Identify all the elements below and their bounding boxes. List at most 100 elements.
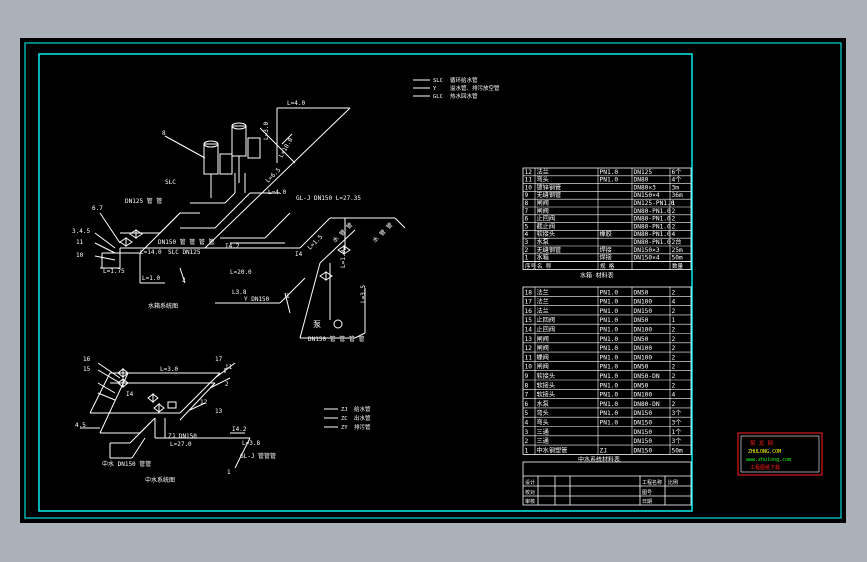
tank: [231, 125, 247, 157]
title-block-label: 图号: [642, 490, 652, 496]
table-cell: 6: [525, 216, 529, 223]
tank: [247, 137, 261, 159]
table-header-cell: 名 称: [537, 262, 552, 270]
table-cell: 7: [525, 392, 529, 399]
callout: 11: [225, 364, 233, 371]
table-cell: DN80×3: [634, 184, 657, 191]
table-cell: 2: [525, 438, 529, 445]
table-cell: PN1.0: [600, 392, 619, 399]
table-cell: DN150: [634, 438, 653, 445]
table-cell: 三通: [537, 437, 549, 445]
table-cell: 闸阀: [537, 344, 549, 352]
table-cell: PN1.0: [600, 327, 619, 334]
dim-label: 水 管 管: [331, 221, 355, 245]
title-block-text: 设计 校对 审核 工程名称 图号 日期 比例: [525, 479, 678, 505]
table-cell: 法兰: [537, 168, 549, 176]
dim-label: 水 管 管: [371, 221, 395, 245]
pipe-line: [264, 212, 291, 239]
table-cell: 50m: [672, 255, 683, 262]
table-cell: DN125: [634, 169, 653, 176]
table-cell: 1: [525, 255, 529, 262]
table-cell: DN80-PN1.0: [634, 223, 672, 230]
callout: 15: [83, 366, 91, 373]
dim-label: L3.8: [232, 289, 247, 296]
table-cell: DN80: [634, 177, 649, 184]
leader-line: [97, 362, 121, 379]
pipe-line: [89, 372, 111, 414]
table-cell: DN150: [634, 429, 653, 436]
table-cell: 11: [525, 177, 533, 184]
table-cell: 三通: [537, 428, 549, 436]
table-cell: 软接头: [537, 230, 556, 238]
table-cell: 橡胶: [600, 230, 612, 238]
table-cell: 4: [525, 231, 529, 238]
table-cell: 2: [672, 401, 676, 408]
leader-line: [179, 267, 186, 284]
tank: [219, 153, 233, 175]
table-cell: 11: [525, 354, 533, 361]
table-cell: 止回阀: [537, 215, 556, 223]
title-block-label: 比例: [668, 479, 678, 486]
callout: I4.2: [232, 426, 247, 433]
table-cell: DN80-PN1.0: [634, 208, 672, 215]
table-cell: PN1.0: [600, 177, 619, 184]
pipe-line: [179, 372, 221, 414]
title-block-frame: [522, 461, 692, 506]
legend-code: ZC: [341, 416, 348, 422]
table-cell: 镀锌钢管: [537, 183, 562, 191]
table-caption: 中水系统材料表: [578, 455, 620, 463]
table-cell: DN80-PN1.0: [634, 231, 672, 238]
table-cell: 闸阀: [537, 207, 549, 215]
dim-label: L=14.0: [140, 249, 162, 256]
valve-icon: [153, 402, 165, 414]
stamp-text: ZHULONG.COM: [748, 449, 781, 455]
table-cell: 截止阀: [537, 222, 556, 230]
callout: I4: [126, 391, 134, 398]
leader-line: [97, 392, 116, 401]
callout: 12: [200, 399, 208, 406]
pipe-line: [131, 437, 146, 459]
table-cell: 12: [525, 169, 533, 176]
table-cell: 16: [525, 308, 533, 315]
callout: 1: [286, 293, 290, 300]
pipe-line: [299, 217, 331, 249]
pipe-label: SLC DN125: [168, 249, 201, 256]
dim-label: L=27.0: [170, 441, 192, 448]
table-cell: DN150×4: [634, 192, 660, 199]
callout: I4: [295, 251, 303, 258]
table-cell: 水箱: [537, 254, 549, 262]
table-cell: 3个: [672, 438, 682, 445]
pipe-label: DN125 管 管: [125, 197, 162, 205]
legend-code: SLC: [433, 78, 443, 84]
table-cell: 12: [525, 345, 533, 352]
legend-text: 溢水管、排污放空管: [450, 84, 500, 92]
tank-top: [203, 140, 219, 148]
callout: 11: [76, 239, 84, 246]
valve-icon: [147, 392, 159, 404]
table-cell: DN80-PN1.0: [634, 216, 672, 223]
table-cell: 6: [525, 401, 529, 408]
pump-icon: [333, 319, 343, 329]
table-cell: 水泵: [537, 238, 549, 246]
table-cell: ZJ: [600, 447, 607, 454]
callout: 8: [162, 130, 166, 137]
legend-code: ZY: [341, 425, 348, 431]
table-header-cell: 序号: [525, 262, 537, 270]
table-cell: DN150×4: [634, 255, 660, 262]
callout: 10: [76, 252, 84, 259]
dim-label: L=4.0: [268, 189, 286, 196]
table-cell: 软接头: [537, 391, 556, 399]
stamp-text: 筑 龙 网: [750, 439, 774, 447]
legend-bottom: ZJ 给水管 ZC 出水管 ZY 排污管: [324, 405, 371, 431]
table-cell: 4: [672, 299, 676, 306]
table-cell: 中水钢塑管: [537, 446, 568, 454]
pipe-label: Y DN150: [244, 296, 270, 303]
pipe-line: [129, 422, 151, 444]
stamp: 筑 龙 网 ZHULONG.COM www.zhulong.com 工程图纸下载: [737, 432, 823, 476]
callout: 2: [182, 277, 186, 284]
table-caption: 水箱 材料表: [580, 272, 614, 280]
stamp-frame: [737, 432, 823, 476]
table-cell: PN1.0: [600, 345, 619, 352]
dim-label: L=3.0: [263, 122, 270, 140]
inner-frame: [38, 53, 693, 512]
